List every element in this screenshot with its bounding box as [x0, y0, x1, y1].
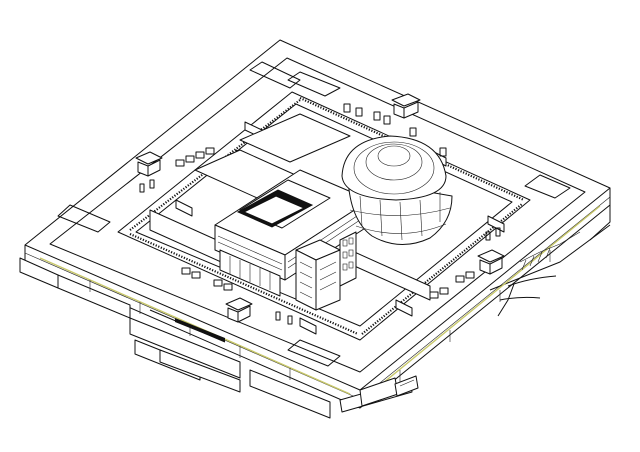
- gallery-rail-ne: [299, 96, 525, 202]
- pavilion-south: [225, 297, 253, 323]
- pavilion-north: [391, 93, 421, 119]
- pavilion-west: [135, 151, 163, 177]
- pavilion-east: [477, 249, 505, 275]
- dark-band: [175, 318, 225, 342]
- tower: [295, 231, 357, 311]
- ramp-extension: [497, 231, 581, 317]
- dome: [341, 135, 453, 245]
- central-block: [214, 169, 371, 297]
- small-pavilions: [135, 93, 505, 325]
- accent-strip-right: [371, 205, 601, 393]
- gallery-rail-sw: [129, 232, 359, 336]
- bottom-entry: [149, 309, 419, 407]
